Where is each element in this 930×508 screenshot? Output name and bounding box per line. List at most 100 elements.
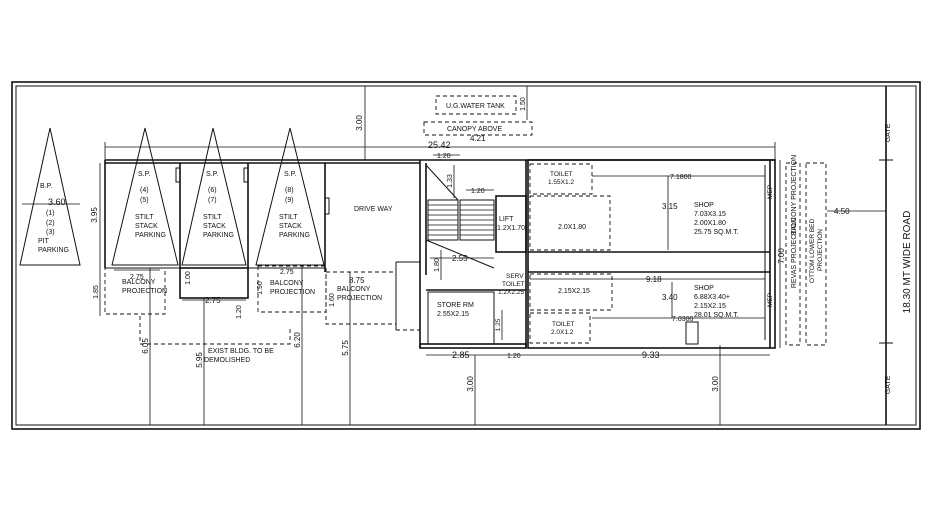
revas-projection-label: REVAS PROJECTION: [791, 218, 798, 288]
balcony-3-label: BALCONY PROJECTION: [337, 286, 382, 302]
dim-2542: 25.42: [428, 140, 451, 150]
lift-line-1: LIFT: [499, 216, 514, 223]
mep-bottom: MEP: [767, 293, 774, 307]
room-215x215: [529, 273, 613, 311]
bp-parking-triangle: [19, 127, 81, 266]
lift-label: LIFT 1.2X1.70: [497, 216, 525, 232]
parking-pit-box: [179, 267, 249, 299]
exist-line-1: EXIST BLDG. TO BE: [208, 348, 274, 355]
stair-treads: [427, 199, 495, 241]
room-215-label: 2.15X2.15: [558, 288, 590, 295]
shop1-line-2: 7.03X3.15: [694, 211, 726, 218]
shop-block-outline: [527, 159, 776, 349]
column-1: [175, 167, 181, 183]
bp-num-3: (3): [46, 229, 55, 236]
sp2-num-2: (7): [208, 197, 217, 204]
balcony-2-a: BALCONY: [270, 280, 304, 287]
dim-421: 4.21: [470, 134, 486, 143]
toilet-low-1: TOILET: [552, 321, 575, 328]
ug-water-tank-label: U.G.WATER TANK: [446, 103, 505, 110]
dim-275-c: 2.75: [280, 269, 294, 276]
shop1-line-3: 2.00X1.80: [694, 220, 726, 227]
dim-255: 2.55: [452, 254, 468, 263]
exist-line-2: DEMOLISHED: [204, 357, 250, 364]
store-line-2: 2.55X2.15: [437, 311, 469, 318]
stilt1-a: STILT: [135, 214, 154, 221]
toilet-top-room: [529, 163, 593, 195]
serv-toilet-1: SERV: [506, 273, 524, 280]
dim-275-b: 2.75: [205, 296, 221, 305]
column-2: [243, 167, 249, 183]
toilet-top-label: TOILET 1.55X1.2: [548, 171, 574, 186]
shop2-line-3: 2.15X2.15: [694, 303, 726, 310]
stilt-label-2: STILT STACK PARKING: [203, 214, 234, 239]
toilet-low-label: TOILET 2.0X1.2: [551, 321, 576, 336]
balcony-2-b: PROJECTION: [270, 289, 315, 296]
dim-700: 7.00: [777, 248, 786, 264]
toilet-top-1: TOILET: [550, 171, 573, 178]
dim-71800: 7.1800: [670, 174, 692, 181]
dim-340: 3.40: [662, 293, 678, 302]
serv-toilet-label: SERV TOILET 1.2X2.25: [498, 273, 526, 296]
dim-300-top: 3.00: [355, 115, 364, 131]
balcony-projection-1: [104, 267, 166, 315]
store-bottom-wall: [419, 343, 527, 349]
shop2-line-4: 28.01 SQ.M.T.: [694, 312, 739, 319]
shop1-line-4: 25.75 SQ.M.T.: [694, 229, 739, 236]
dim-285: 2.85: [452, 350, 470, 360]
sp2-num-1: (6): [208, 187, 217, 194]
gate-bottom-label: GATE: [885, 375, 892, 394]
dim-133: 1.33: [447, 174, 454, 188]
site-inner-border: [15, 85, 917, 426]
sp2-label: S.P.: [206, 171, 218, 178]
site-outer-border: [11, 81, 921, 430]
pit-line-1: PIT: [38, 238, 50, 245]
stilt1-c: PARKING: [135, 232, 166, 239]
serv-toilet-3: 1.2X2.25: [498, 289, 524, 296]
shop2-line-2: 6.88X3.40+: [694, 294, 730, 301]
store-room: [427, 291, 495, 345]
ottom-label: OTTOM LOWER BED PROJECTION: [809, 217, 824, 283]
shop2-column: [685, 321, 699, 345]
balcony-3-a: BALCONY: [337, 286, 371, 293]
stilt-label-3: STILT STACK PARKING: [279, 214, 310, 239]
dim-300-bottom-a: 3.00: [466, 376, 475, 392]
bp-num-1: (1): [46, 210, 55, 217]
dim-575: 5.75: [341, 340, 350, 356]
lift-shaft: [495, 195, 527, 253]
toilet-low-2: 2.0X1.2: [551, 329, 574, 336]
pit-line-2: PARKING: [38, 247, 69, 254]
dim-933: 9.33: [642, 350, 660, 360]
sp-parking-triangle-1: [111, 127, 179, 266]
balcony-2-label: BALCONY PROJECTION: [270, 280, 315, 296]
dim-180: 1.80: [434, 258, 441, 272]
ottom-projection: [805, 162, 827, 346]
dim-185: 1.85: [93, 285, 100, 299]
sp1-label: S.P.: [138, 171, 150, 178]
balcony-1-b: PROJECTION: [122, 288, 167, 295]
shop1-label: SHOP 7.03X3.15 2.00X1.80 25.75 SQ.M.T.: [694, 202, 739, 236]
gate-top-label: GATE: [885, 123, 892, 142]
dim-150: 1.50: [520, 97, 527, 111]
store-line-1: STORE RM: [437, 302, 474, 309]
drive-way-label: DRIVE WAY: [354, 206, 393, 213]
balcony-1-a: BALCONY: [122, 279, 156, 286]
dim-395: 3.95: [90, 207, 99, 223]
sp3-label: S.P.: [284, 171, 296, 178]
ottom-line-2: PROJECTION: [817, 229, 824, 271]
stilt3-b: STACK: [279, 223, 302, 230]
shop2-label: SHOP 6.88X3.40+ 2.15X2.15 28.01 SQ.M.T.: [694, 285, 739, 319]
balcony-projection-v-label: BALCONY PROJECTION: [791, 155, 798, 235]
exist-bldg-label: EXIST BLDG. TO BE DEMOLISHED: [204, 348, 276, 364]
dim-120-b: 1.20: [471, 188, 485, 195]
lift-line-2: 1.2X1.70: [497, 225, 525, 232]
road-label: 18.30 MT WIDE ROAD: [902, 211, 913, 314]
dim-605: 6.05: [141, 338, 150, 354]
dim-160: 1.60: [329, 293, 336, 307]
stair-diag-1: [425, 164, 459, 201]
room-2x18-label: 2.0X1.80: [558, 224, 586, 231]
canopy-label: CANOPY ABOVE: [447, 126, 502, 133]
sp1-num-1: (4): [140, 187, 149, 194]
room-2x18: [529, 195, 611, 251]
